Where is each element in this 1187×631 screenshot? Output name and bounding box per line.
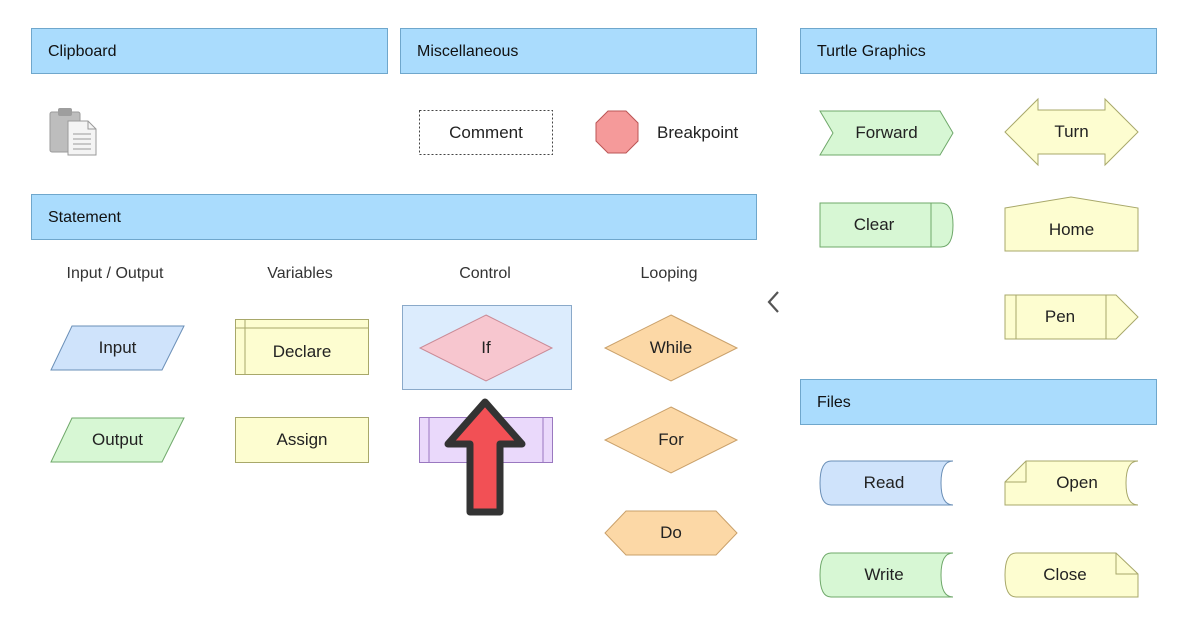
write-label: Write xyxy=(864,565,904,584)
clipboard-header: Clipboard xyxy=(31,28,388,74)
if-label: If xyxy=(481,338,491,357)
variables-subheader: Variables xyxy=(267,265,333,282)
forward-shape[interactable]: Forward xyxy=(819,110,954,156)
io-subheader: Input / Output xyxy=(66,265,164,282)
turn-shape[interactable]: Turn xyxy=(1004,97,1139,167)
breakpoint-label: Breakpoint xyxy=(657,123,739,142)
assign-shape[interactable]: Assign xyxy=(235,417,369,463)
home-shape[interactable]: Home xyxy=(1004,196,1139,252)
statement-header: Statement xyxy=(31,194,757,240)
turn-label: Turn xyxy=(1054,122,1089,141)
pen-label: Pen xyxy=(1044,307,1076,326)
clear-shape[interactable]: Clear xyxy=(819,202,954,248)
input-shape[interactable]: Input xyxy=(50,325,185,371)
output-label: Output xyxy=(91,430,144,449)
output-shape[interactable]: Output xyxy=(50,417,185,463)
forward-label: Forward xyxy=(855,123,918,142)
chevron-left-icon[interactable] xyxy=(764,289,782,315)
read-shape[interactable]: Read xyxy=(819,460,954,506)
close-label: Close xyxy=(1043,565,1087,584)
for-shape[interactable]: For xyxy=(603,406,739,474)
arrow-up-cursor-icon xyxy=(444,398,526,518)
input-label: Input xyxy=(98,338,137,357)
miscellaneous-header: Miscellaneous xyxy=(400,28,757,74)
while-label: While xyxy=(649,338,693,357)
if-shape[interactable]: If xyxy=(418,314,554,382)
comment-shape[interactable]: Comment xyxy=(419,110,553,155)
declare-shape[interactable]: Declare xyxy=(235,319,369,375)
breakpoint-icon[interactable] xyxy=(595,110,639,154)
turtle-graphics-header: Turtle Graphics xyxy=(800,28,1157,74)
declare-label: Declare xyxy=(272,342,332,361)
looping-subheader: Looping xyxy=(640,265,698,282)
home-label: Home xyxy=(1048,220,1095,239)
open-label: Open xyxy=(1056,473,1098,492)
control-subheader: Control xyxy=(459,265,511,282)
read-label: Read xyxy=(863,473,905,492)
clipboard-icon[interactable] xyxy=(48,107,100,157)
while-shape[interactable]: While xyxy=(603,314,739,382)
close-shape[interactable]: Close xyxy=(1004,552,1139,598)
clear-label: Clear xyxy=(853,215,895,234)
do-shape[interactable]: Do xyxy=(604,510,738,556)
for-label: For xyxy=(658,430,684,449)
write-shape[interactable]: Write xyxy=(819,552,954,598)
do-label: Do xyxy=(660,523,682,542)
pen-shape[interactable]: Pen xyxy=(1004,294,1139,340)
assign-label: Assign xyxy=(276,430,328,449)
files-header: Files xyxy=(800,379,1157,425)
comment-label: Comment xyxy=(449,122,523,142)
open-shape[interactable]: Open xyxy=(1004,460,1139,506)
